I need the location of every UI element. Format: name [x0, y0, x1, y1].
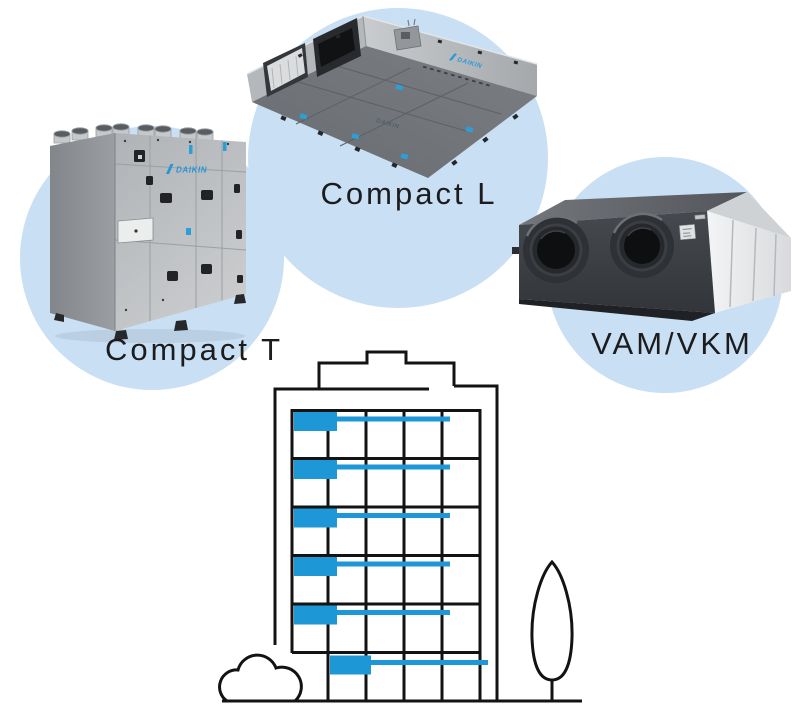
spec-sticker: [679, 224, 696, 240]
daikin-logo: DAIKIN: [166, 164, 207, 175]
airflow-line: [371, 660, 488, 665]
svg-text:DAIKIN: DAIKIN: [176, 166, 207, 175]
floor-units: [294, 412, 488, 675]
blue-stickers: [186, 142, 227, 235]
compact-l-label: Compact L: [320, 176, 498, 211]
floor-unit-bar: [294, 508, 337, 528]
airflow-line: [337, 610, 450, 615]
underside-seams: [294, 63, 502, 147]
product-image-vam-vkm: [512, 192, 791, 321]
compact-t-label: Compact T: [104, 332, 284, 367]
latches: [134, 150, 243, 283]
airflow-line: [337, 464, 450, 470]
unit-bottom-edge: [519, 299, 715, 321]
airflow-line: [337, 561, 450, 567]
airflow-line: [337, 513, 450, 518]
unit-top-face: [519, 192, 747, 225]
floor-unit-bar: [294, 605, 337, 625]
product-image-compact-t: DAIKIN: [50, 123, 247, 343]
airflow-line: [337, 416, 450, 422]
floor-unit-bar: [294, 460, 337, 479]
tree-icon: [530, 559, 574, 682]
handle: [694, 214, 706, 220]
unit-white-end: [707, 211, 791, 313]
cabinet-feet: [54, 294, 246, 340]
unit-white-top: [707, 192, 791, 238]
vam-vkm-label: VAM/VKM: [591, 326, 753, 361]
blue-stickers: [299, 84, 474, 160]
cloud-icon: [218, 653, 303, 703]
window-grid: [290, 409, 482, 701]
product-image-compact-l: DAIKIN DAIKIN: [246, 15, 538, 178]
cabinet-side-face: [50, 133, 115, 331]
duct-collars: [53, 123, 214, 144]
screws: [123, 138, 230, 312]
duct-spigot: [523, 215, 589, 283]
building-outline: [273, 350, 499, 701]
edge-clips: [280, 34, 519, 169]
control-box: [393, 18, 422, 51]
floor-unit-bar: [330, 655, 371, 675]
vent-slots: [422, 65, 490, 87]
side-clip: [512, 247, 519, 254]
duct-spigot: [610, 212, 674, 278]
building-illustration: [218, 350, 582, 703]
floor-unit-bar: [294, 412, 337, 431]
floor-unit-bar: [294, 557, 337, 576]
